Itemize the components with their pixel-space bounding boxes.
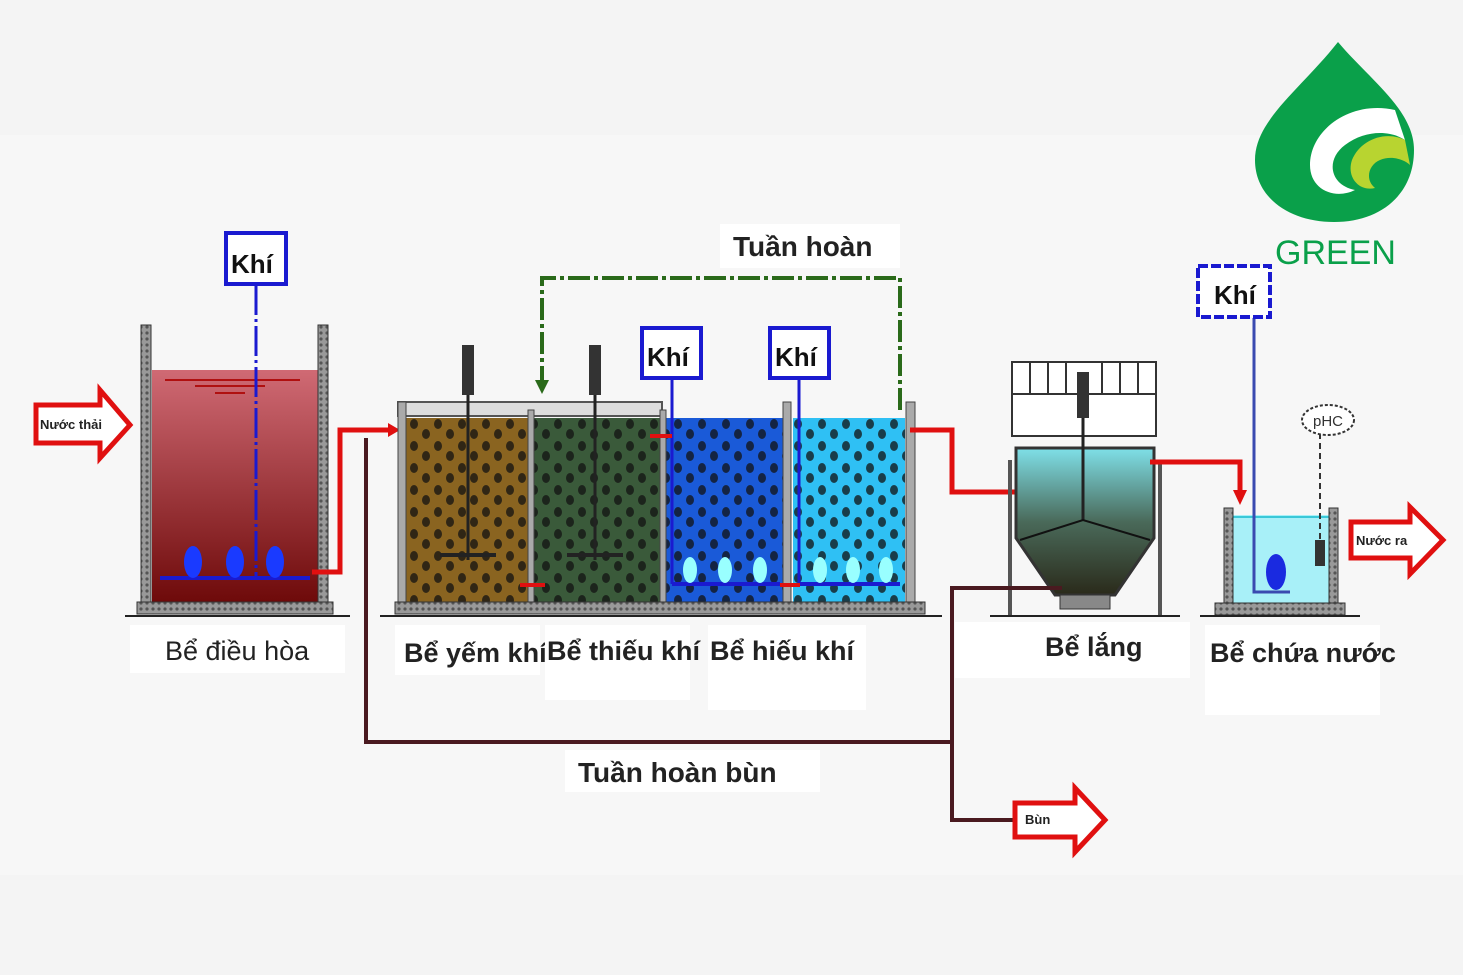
treated-water-outlet-arrow: Nước ra	[1348, 500, 1447, 581]
recirculation-line	[540, 276, 902, 410]
sludge-outlet-arrow: Bùn	[1012, 781, 1109, 859]
tank-label-anaerobic: Bể yếm khí	[404, 638, 548, 668]
ph-sensor: pHC	[1301, 404, 1355, 436]
sensor-probe-icon	[1315, 540, 1325, 566]
air-box-3: Khí	[768, 326, 831, 380]
mixer-icon	[440, 345, 496, 560]
air-box-2: Khí	[640, 326, 703, 380]
tank-label-clarifier: Bể lắng	[1045, 631, 1143, 662]
svg-text:Khí: Khí	[775, 342, 818, 372]
tank-label-anoxic: Bể thiếu khí	[547, 636, 702, 666]
mixer-icon	[567, 345, 623, 560]
svg-text:Khí: Khí	[1214, 280, 1257, 310]
storage-tank	[1200, 318, 1360, 617]
recirculation-label: Tuần hoàn	[733, 231, 872, 262]
tank-label-equalization: Bể điều hòa	[165, 636, 310, 666]
svg-text:Khí: Khí	[231, 249, 274, 279]
tank-label-aerobic: Bể hiếu khí	[710, 636, 856, 666]
tank-label-storage: Bể chứa nước	[1210, 638, 1396, 668]
sludge-recirculation-label: Tuần hoàn bùn	[578, 757, 777, 788]
sludge-discharge-line	[950, 742, 1015, 822]
treated-water-label: Nước ra	[1356, 533, 1408, 548]
air-box-4: Khí	[1196, 264, 1272, 319]
clarifier-tank	[990, 361, 1180, 617]
wastewater-inlet-arrow: Nước thải	[33, 383, 134, 465]
pipe	[312, 427, 390, 575]
air-box-1: Khí	[224, 231, 288, 286]
logo-text: GREEN	[1275, 234, 1396, 272]
diffuser-icon	[683, 557, 893, 583]
pipe	[910, 427, 1045, 495]
biological-tank	[380, 345, 942, 617]
wastewater-label: Nước thải	[40, 417, 102, 432]
equalization-tank	[125, 285, 350, 617]
sludge-label: Bùn	[1025, 812, 1050, 827]
green-logo: GREEN	[1255, 42, 1414, 272]
diffuser-icon	[184, 546, 284, 578]
pipe	[1150, 459, 1243, 492]
svg-text:Khí: Khí	[647, 342, 690, 372]
pump-icon	[1266, 554, 1286, 590]
svg-text:pHC: pHC	[1313, 413, 1343, 430]
